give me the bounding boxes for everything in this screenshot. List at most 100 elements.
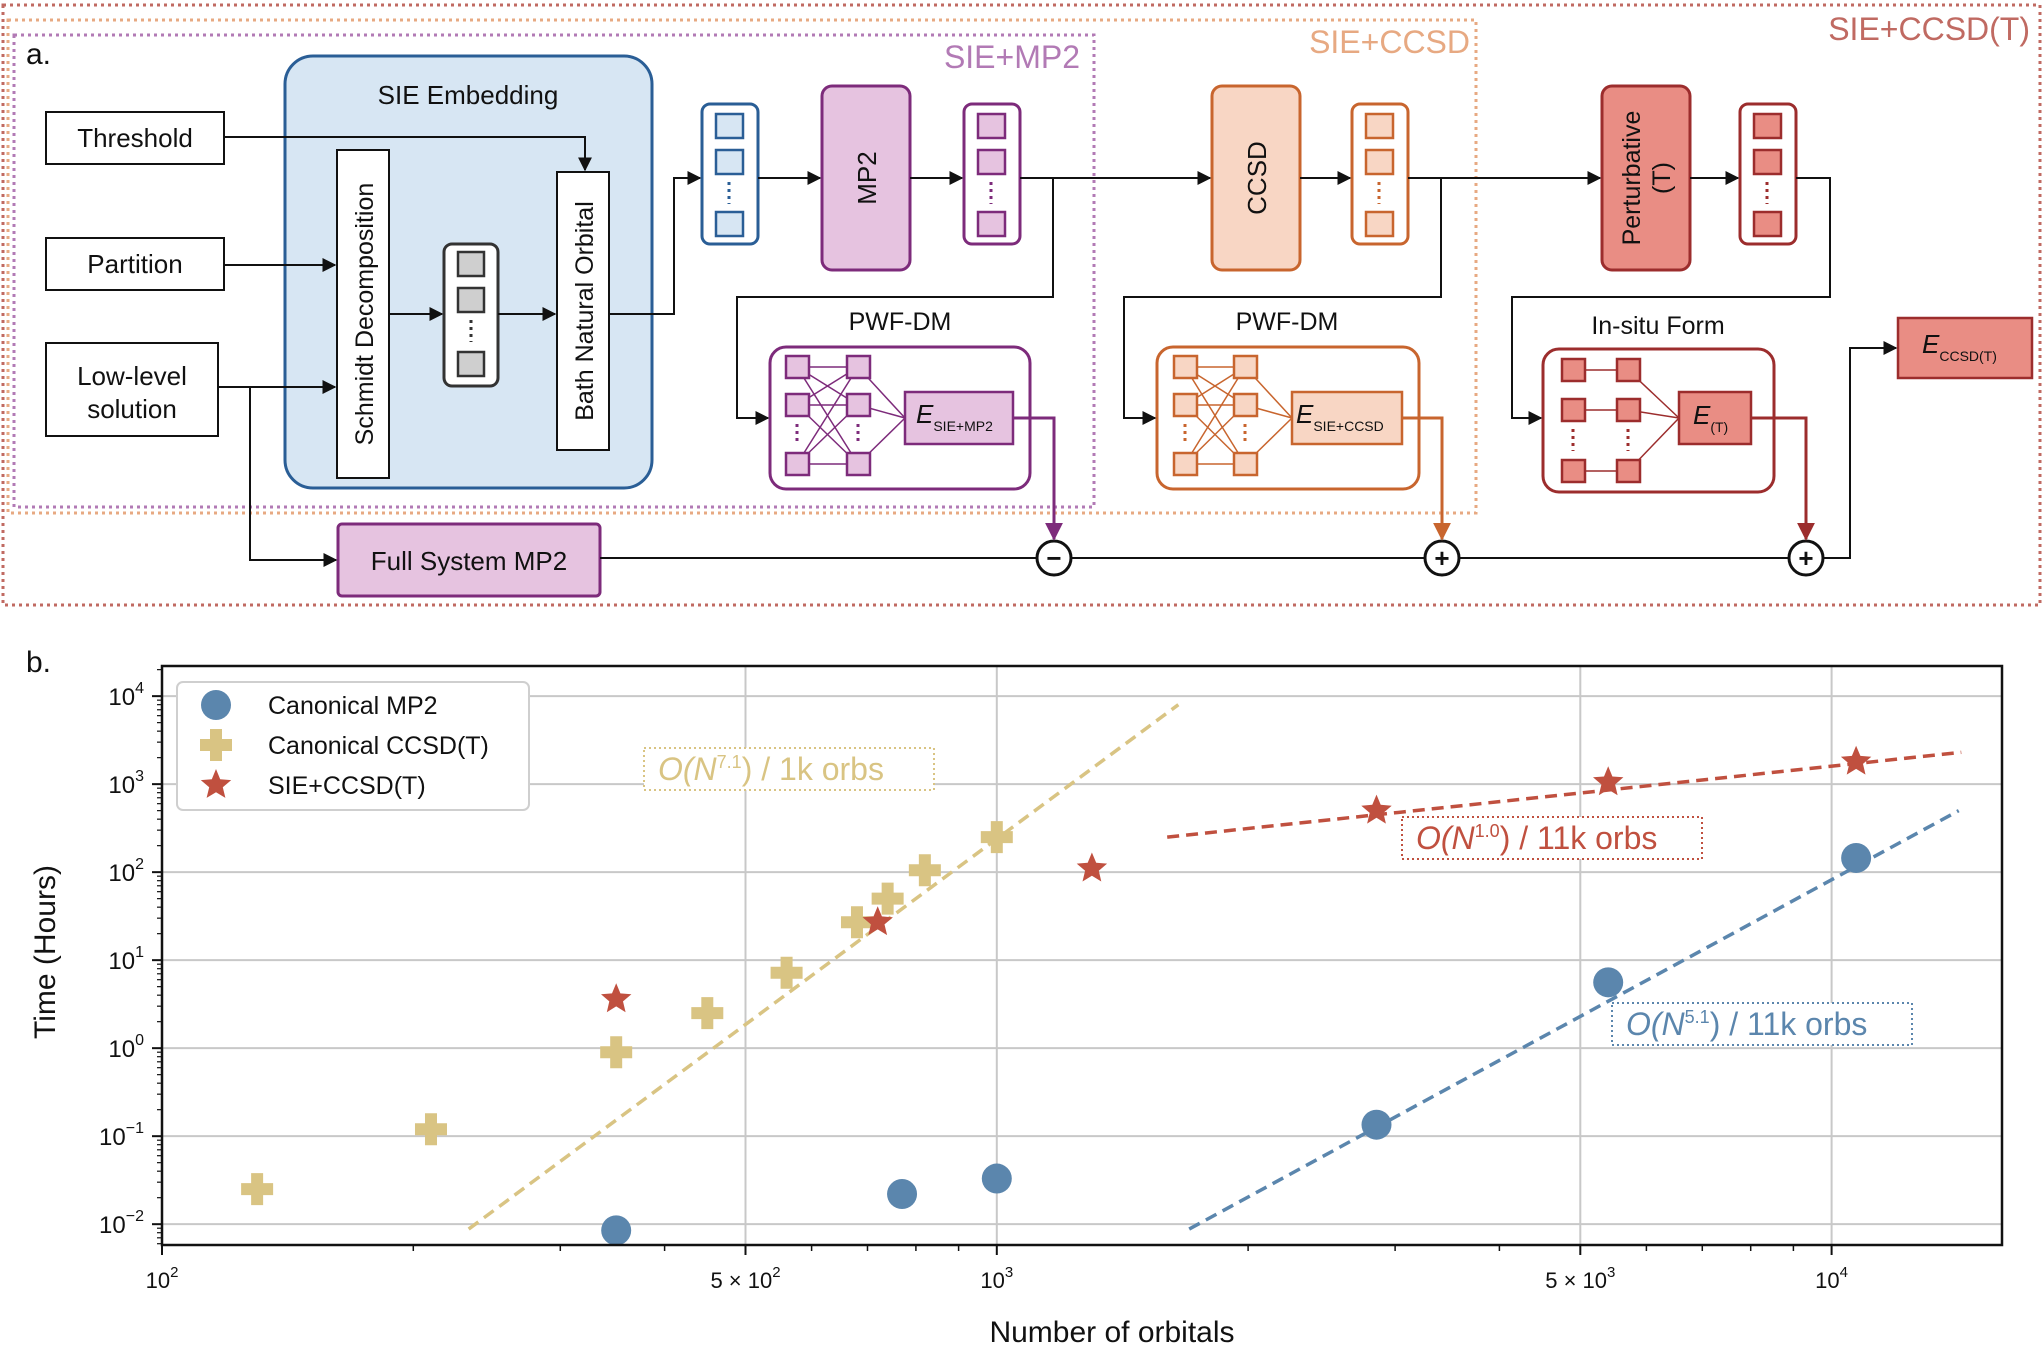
in-situ-network [1541, 347, 1776, 494]
pwf-dm-network-1 [768, 345, 1032, 491]
ccsd-energy-arrow [1402, 416, 1451, 541]
e-sie-mp2-label: ESIE+MP2 [916, 399, 993, 434]
bath-label: Bath Natural Orbital [571, 201, 599, 421]
y-tick-label: 103 [108, 768, 144, 799]
point-plus [691, 997, 724, 1030]
sie-ccsd-region [6, 18, 1478, 515]
fit-annotation-text: O(N1.0) / 11k orbs [1416, 820, 1657, 856]
axis-ticks: 102 5 × 102 103 5 × 103 104 10−2 10−1 100 101 102… [99, 669, 1848, 1293]
orbital-stack-blue [700, 102, 760, 246]
e-sie-ccsd-label: ESIE+CCSD [1296, 399, 1384, 434]
sie-embedding-title: SIE Embedding [378, 80, 559, 110]
orbital-stack-gray [442, 242, 500, 388]
pwf-dm-title-2: PWF-DM [1236, 308, 1339, 336]
fit-annotation: O(N5.1) / 11k orbs [1611, 1002, 1913, 1046]
sie-ccsd-title: SIE+CCSD [1309, 24, 1470, 60]
flow-connectors [218, 136, 1898, 567]
fit-line [467, 703, 1180, 1231]
partition-box [45, 237, 225, 291]
bath-box [556, 171, 610, 451]
x-tick-label: 5 × 103 [1545, 1264, 1615, 1293]
fit-annotation-text: O(N5.1) / 11k orbs [1626, 1006, 1867, 1042]
point-star [1076, 852, 1108, 882]
panel-a: a. SIE+MP2 SIE+CCSD SIE+CCSD(T) Threshol… [1, 3, 2042, 607]
y-tick-label: 104 [108, 680, 144, 711]
fit-line [1167, 750, 1962, 839]
x-tick-label: 5 × 102 [710, 1264, 780, 1293]
fit-annotation: O(N7.1) / 1k orbs [643, 747, 935, 791]
point-plus [241, 1173, 274, 1206]
schmidt-label: Schmidt Decomposition [351, 183, 379, 446]
point-plus [840, 906, 873, 939]
low-level-label-2: solution [87, 394, 177, 424]
full-system-mp2-label: Full System MP2 [371, 546, 568, 576]
sie-ccsdt-region [1, 3, 2042, 607]
point-plus [871, 882, 904, 915]
fit-annotation-box [1401, 816, 1703, 860]
point-circle [887, 1179, 918, 1210]
y-tick-label: 102 [108, 856, 144, 887]
point-star [1361, 794, 1392, 824]
x-tick-label: 104 [1815, 1264, 1848, 1293]
orbital-stack-ccsd [1350, 102, 1410, 246]
point-circle [981, 1163, 1012, 1194]
fit-annotation-text: O(N7.1) / 1k orbs [658, 751, 884, 787]
point-plus [980, 821, 1013, 854]
partition-label: Partition [87, 249, 182, 279]
fit-annotation: O(N1.0) / 11k orbs [1401, 816, 1703, 860]
fit-lines [467, 703, 1962, 1231]
point-circle [1361, 1109, 1392, 1140]
point-plus [414, 1113, 447, 1146]
pwf-dm-network-2 [1155, 345, 1421, 491]
plus-operator-2-sign: + [1798, 543, 1813, 573]
plot-grid [162, 666, 2002, 1245]
pwf-dm-title-1: PWF-DM [849, 308, 952, 336]
sie-ccsdt-title: SIE+CCSD(T) [1828, 11, 2030, 47]
mp2-solver-label: MP2 [852, 151, 882, 204]
legend-marker-circle [201, 690, 231, 720]
low-level-label-1: Low-level [77, 361, 187, 391]
perturbative-label: Perturbative [1618, 111, 1646, 246]
point-circle [1841, 842, 1872, 873]
orbital-stack-t [1738, 102, 1798, 246]
point-star [1593, 766, 1624, 796]
x-tick-label: 102 [146, 1264, 179, 1293]
point-star [1840, 745, 1872, 775]
e-ccsdt-label: ECCSD(T) [1922, 329, 1997, 364]
legend-label: Canonical CCSD(T) [268, 732, 489, 760]
y-axis-label: Time (Hours) [29, 865, 62, 1039]
y-tick-label: 10−2 [99, 1208, 144, 1239]
panel-a-label: a. [26, 38, 51, 71]
low-level-box [45, 342, 219, 437]
sie-mp2-region [12, 33, 1096, 509]
panel-b-label: b. [26, 646, 51, 679]
y-tick-label: 100 [108, 1032, 144, 1063]
perturbative-t-label: (T) [1648, 162, 1676, 194]
perturbative-t-box [1600, 84, 1692, 272]
e-ccsdt-box [1896, 316, 2034, 380]
fit-annotation-box [643, 747, 935, 791]
fit-line [1188, 809, 1960, 1231]
y-tick-label: 101 [108, 944, 144, 975]
x-tick-label: 103 [980, 1264, 1013, 1293]
point-star [862, 906, 893, 936]
e-t-label: E(T) [1693, 400, 1728, 435]
full-system-mp2-box [336, 522, 602, 598]
fit-annotation-box [1611, 1002, 1913, 1046]
point-circle [601, 1215, 632, 1246]
t-energy-arrow [1751, 416, 1815, 541]
mp2-energy-arrow [1013, 416, 1063, 541]
legend-label: Canonical MP2 [268, 692, 438, 720]
schmidt-box [336, 149, 390, 479]
legend-frame [176, 681, 530, 811]
point-plus [908, 854, 941, 887]
y-tick-label: 10−1 [99, 1120, 144, 1151]
legend-marker-star [200, 769, 232, 798]
orbital-stack-mp2 [962, 102, 1022, 246]
data-points [241, 745, 1872, 1246]
ccsd-solver-label: CCSD [1242, 141, 1272, 215]
point-circle [1593, 967, 1624, 998]
